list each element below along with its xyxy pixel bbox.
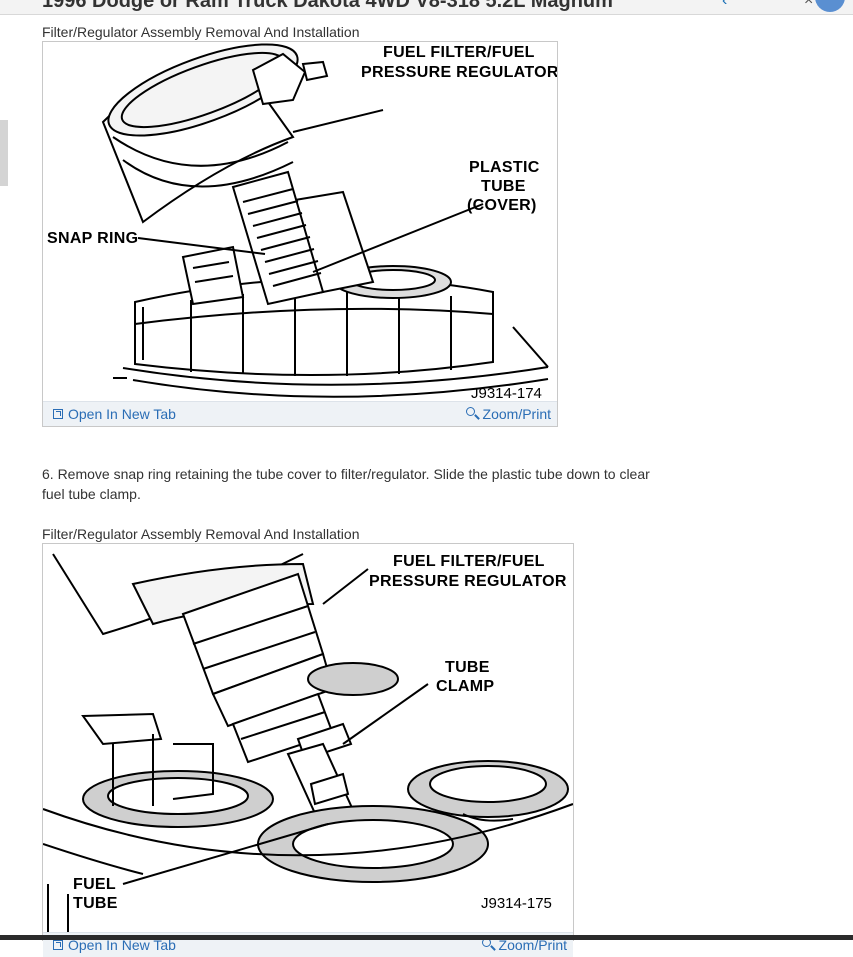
label-fuel: FUEL <box>73 876 116 893</box>
label-fuel-tube: TUBE <box>73 895 118 912</box>
label-tube: TUBE <box>445 659 490 676</box>
zoom-print-link[interactable]: Zoom/Print <box>465 406 551 422</box>
scroll-indicator[interactable] <box>0 120 8 186</box>
zoom-icon <box>465 407 480 421</box>
label-tube: TUBE <box>481 178 526 195</box>
chevron-left-icon[interactable]: ‹ <box>722 0 728 9</box>
open-in-new-tab-link[interactable]: Open In New Tab <box>53 406 176 422</box>
close-icon[interactable]: × <box>804 0 814 9</box>
figure-caption: Filter/Regulator Assembly Removal And In… <box>42 24 360 40</box>
open-in-new-tab-label: Open In New Tab <box>68 406 176 422</box>
label-clamp: CLAMP <box>436 678 494 695</box>
page-header: 1996 Dodge or Ram Truck Dakota 4WD V8-31… <box>0 0 853 15</box>
figure-2: FUEL FILTER/FUEL PRESSURE REGULATOR TUBE… <box>42 543 574 957</box>
label-pressure-regulator: PRESSURE REGULATOR <box>361 64 557 81</box>
label-pressure-regulator: PRESSURE REGULATOR <box>369 573 567 590</box>
page-title: 1996 Dodge or Ram Truck Dakota 4WD V8-31… <box>42 0 613 12</box>
label-snap-ring: SNAP RING <box>47 230 138 247</box>
figure-toolbar: Open In New Tab Zoom/Print <box>43 401 557 426</box>
zoom-print-label: Zoom/Print <box>482 406 551 422</box>
label-fuel-filter: FUEL FILTER/FUEL <box>393 553 545 570</box>
label-plastic: PLASTIC <box>469 159 540 176</box>
step-instruction: 6. Remove snap ring retaining the tube c… <box>42 466 650 502</box>
open-new-tab-icon <box>53 940 63 950</box>
zoom-icon <box>481 938 496 952</box>
avatar[interactable] <box>815 0 845 12</box>
figure-2-illustration: FUEL FILTER/FUEL PRESSURE REGULATOR TUBE… <box>43 553 573 941</box>
figure-caption: Filter/Regulator Assembly Removal And In… <box>42 526 360 542</box>
figure-1: FUEL FILTER/FUEL PRESSURE REGULATOR PLAS… <box>42 41 558 427</box>
open-new-tab-icon <box>53 409 63 419</box>
label-fuel-filter: FUEL FILTER/FUEL <box>383 44 535 61</box>
figure-1-illustration: FUEL FILTER/FUEL PRESSURE REGULATOR PLAS… <box>47 43 557 402</box>
taskbar-edge <box>0 935 853 940</box>
label-cover: (COVER) <box>467 197 537 214</box>
figure-code: J9314-174 <box>471 385 542 402</box>
figure-code: J9314-175 <box>481 895 552 912</box>
